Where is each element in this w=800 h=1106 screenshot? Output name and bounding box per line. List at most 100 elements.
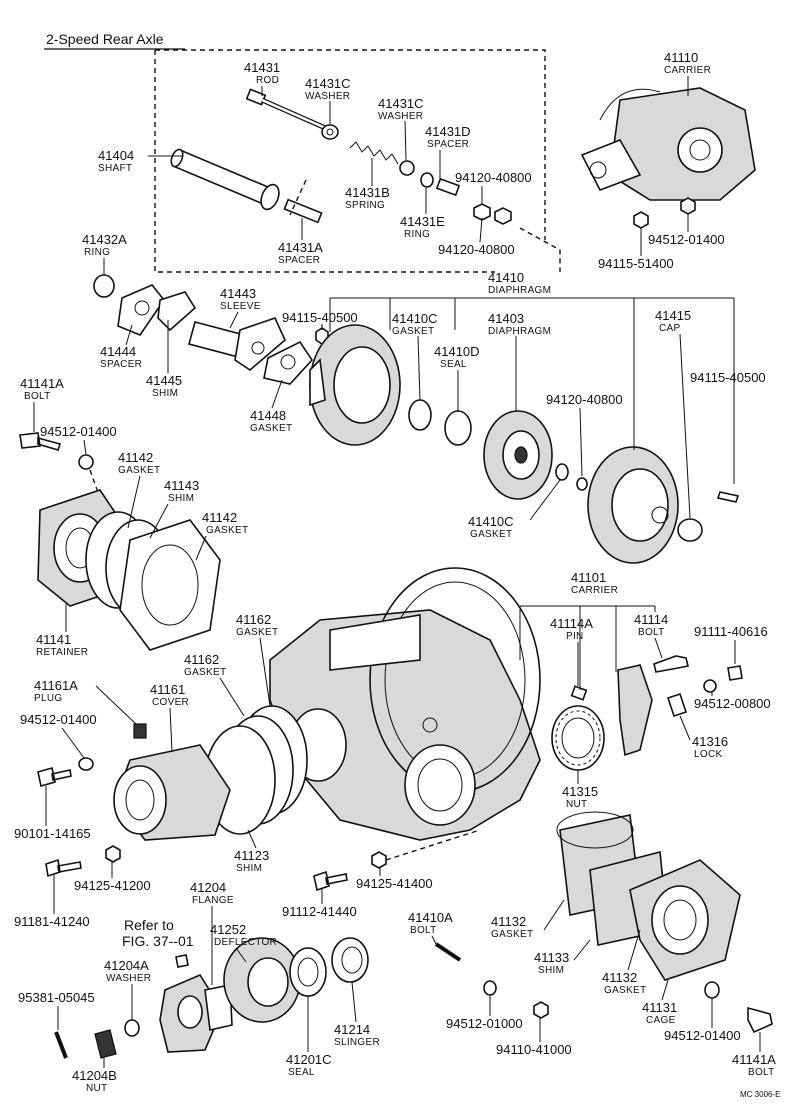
svg-text:41410: 41410 [488,270,524,285]
svg-text:41204: 41204 [190,880,226,895]
svg-text:41141: 41141 [36,632,71,647]
svg-text:COVER: COVER [152,697,189,708]
leader-line [329,297,735,484]
bolt-part [313,870,348,892]
svg-text:41444: 41444 [100,344,136,359]
svg-text:90101-14165: 90101-14165 [14,826,91,841]
svg-text:41415: 41415 [655,308,691,323]
leader-line [95,685,137,725]
bolt-part [434,942,462,962]
bolt-part [727,665,743,681]
svg-text:41143: 41143 [164,478,199,493]
callout: 91112-41440 [282,904,357,919]
washer-part [321,124,339,140]
bolt-part [37,766,72,788]
shim-part [157,291,197,332]
callout: 95381-05045 [18,990,95,1005]
bolt-part [716,491,740,503]
svg-text:41142: 41142 [118,450,153,465]
svg-text:94115-40500: 94115-40500 [690,370,766,385]
svg-text:BOLT: BOLT [410,925,437,936]
svg-text:94120-40800: 94120-40800 [546,392,623,407]
washer-part [124,1019,140,1037]
svg-text:SHAFT: SHAFT [98,163,132,174]
svg-text:41162: 41162 [184,652,219,667]
svg-text:41431B: 41431B [345,185,390,200]
callout: 94512-01400 [20,712,97,727]
callout: 94125-41400 [356,876,433,891]
svg-text:41431C: 41431C [378,96,424,111]
svg-text:41431E: 41431E [400,214,445,229]
rod-group-dashed-lead [519,227,561,272]
spring-part [349,141,399,165]
svg-text:95381-05045: 95381-05045 [18,990,95,1005]
leader-line [654,637,663,659]
svg-text:BOLT: BOLT [748,1067,775,1078]
bolt-part [175,954,189,968]
nut-part [494,207,512,225]
spacer-part [435,177,461,197]
svg-text:94120-40800: 94120-40800 [438,242,515,257]
leader-line [573,939,591,961]
callout: 94115-40500 [282,310,358,325]
svg-text:PIN: PIN [566,631,584,642]
leader-line [479,217,483,243]
svg-text:41162: 41162 [236,612,271,627]
callout: 94115-51400 [598,256,674,271]
svg-text:SEAL: SEAL [288,1067,315,1078]
plug-part [677,518,703,542]
svg-text:41132: 41132 [602,970,637,985]
leader-line [417,335,421,401]
leader-line [149,503,169,539]
pin-part [570,685,588,701]
svg-text:94512-01400: 94512-01400 [20,712,97,727]
washer-part [483,980,497,996]
svg-text:41431D: 41431D [425,124,471,139]
diaphragm-part [483,410,553,500]
svg-text:RING: RING [404,229,430,240]
svg-text:SPRING: SPRING [345,200,385,211]
svg-text:41410C: 41410C [468,514,514,529]
bearing-cap-part [617,664,653,757]
nut-part [533,1001,549,1019]
nut-part [371,851,387,869]
svg-text:WASHER: WASHER [378,111,423,122]
leader-line [271,379,283,409]
leader-line [125,324,133,346]
svg-text:41131: 41131 [642,1000,677,1015]
svg-text:WASHER: WASHER [106,973,151,984]
cover-part [113,744,231,841]
svg-text:41142: 41142 [202,510,237,525]
washer-part [703,679,717,693]
bolt-part [653,655,689,673]
washer-part [78,757,94,771]
leader-line [351,981,357,1023]
leader-line [661,979,669,1001]
washer-part [576,477,588,491]
svg-text:94115-40500: 94115-40500 [282,310,358,325]
leader-line [195,535,207,561]
seal-ring-part [297,957,319,987]
svg-text:41448: 41448 [250,408,286,423]
spacer-plate-part [117,284,165,336]
callout: 94110-41000 [496,1042,572,1057]
svg-text:41431: 41431 [244,60,280,75]
nut-part [473,203,491,221]
svg-text:41410D: 41410D [434,344,480,359]
